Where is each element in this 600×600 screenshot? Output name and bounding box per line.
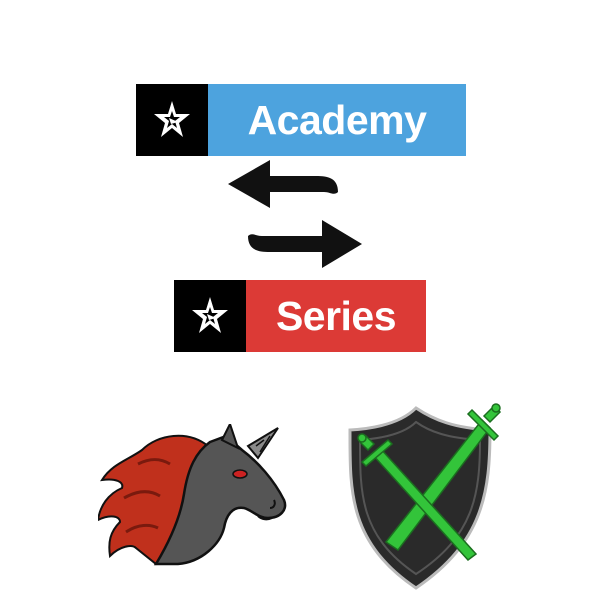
star-icon: [136, 84, 208, 156]
star-icon: [174, 280, 246, 352]
academy-label: Academy: [208, 84, 466, 156]
unicorn-head-icon: [98, 424, 287, 566]
series-badge: Series: [174, 280, 426, 352]
academy-badge: Academy: [136, 84, 466, 156]
series-label: Series: [246, 280, 426, 352]
shield-with-crossed-swords-icon: [348, 403, 502, 590]
swap-arrows-icon: [228, 160, 362, 268]
